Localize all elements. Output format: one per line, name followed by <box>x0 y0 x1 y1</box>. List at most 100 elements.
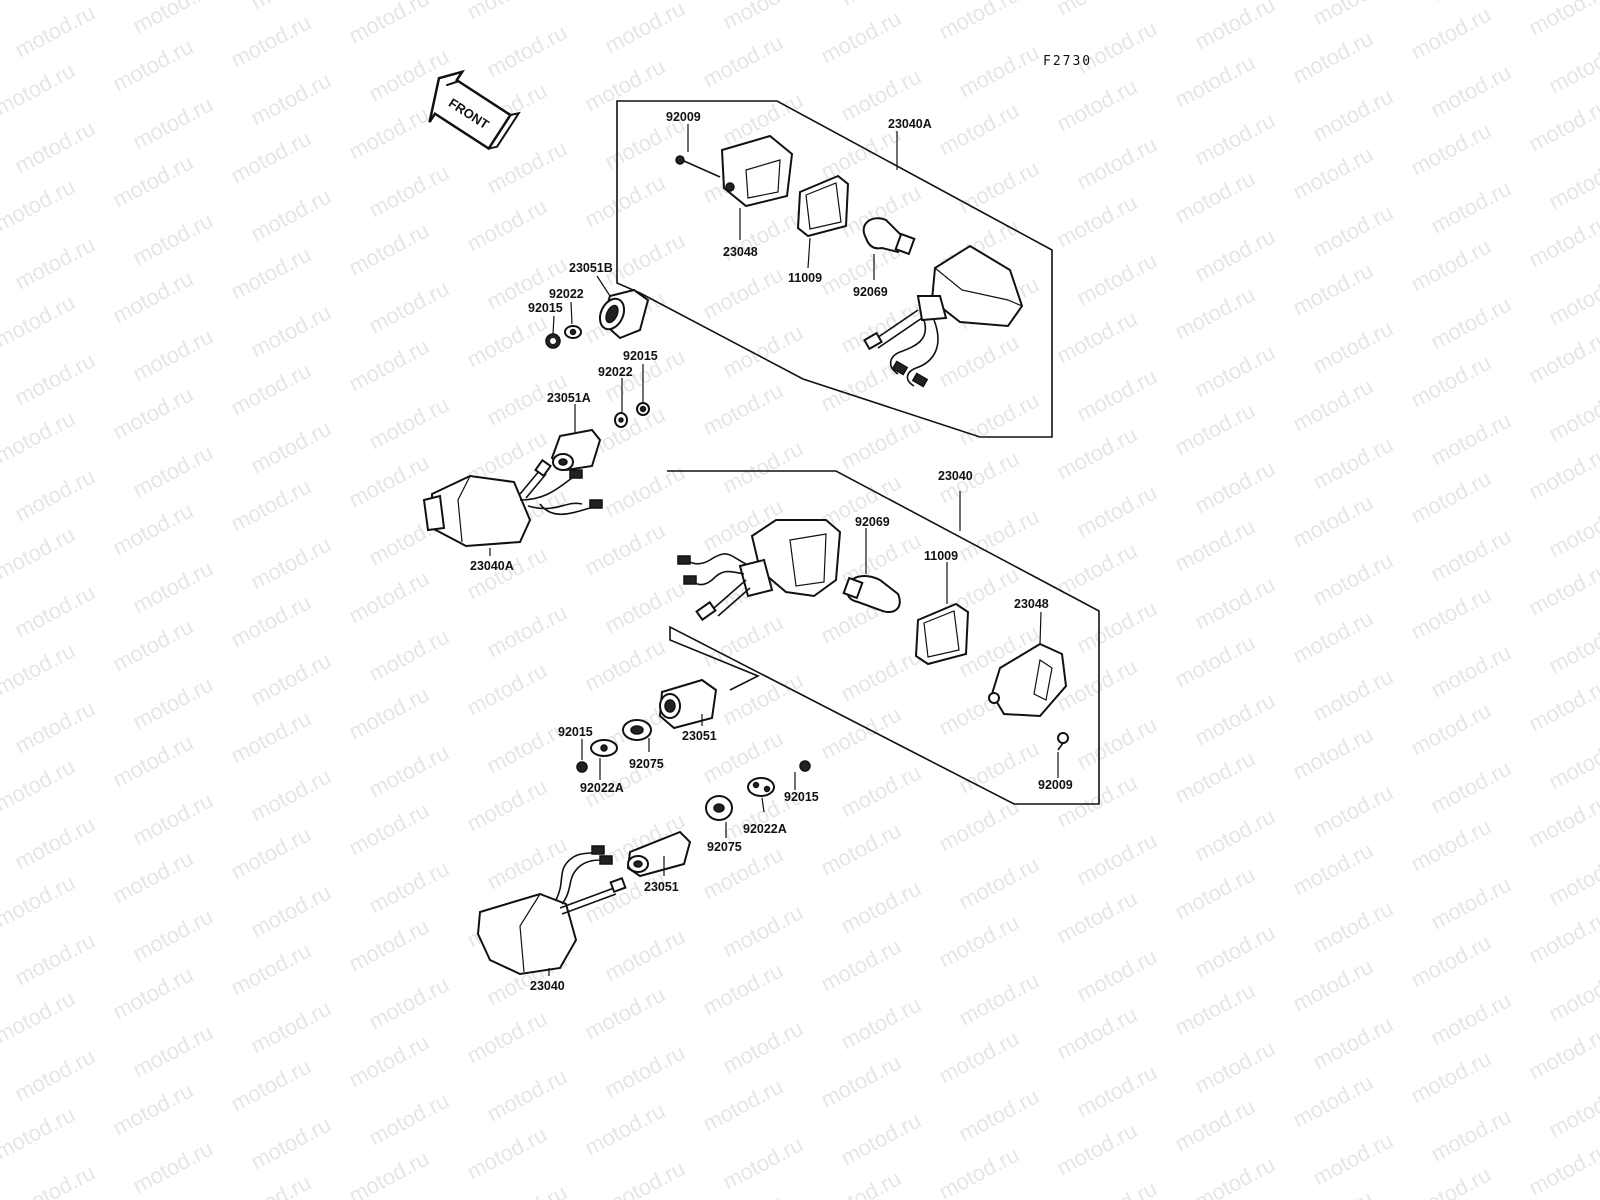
watermark-text: motod.ru <box>345 334 433 397</box>
signal-housing-upper <box>863 244 1024 388</box>
watermark-text: motod.ru <box>247 184 335 247</box>
watermark-text: motod.ru <box>247 0 335 14</box>
watermark-text: motod.ru <box>463 658 551 721</box>
watermark-text: motod.ru <box>1171 398 1259 461</box>
watermark-text: motod.ru <box>581 170 669 233</box>
watermark-text: motod.ru <box>1525 94 1600 157</box>
watermark-text: motod.ru <box>483 136 571 199</box>
watermark-text: motod.ru <box>1191 340 1279 403</box>
watermark-text: motod.ru <box>1053 74 1141 137</box>
watermark-text: motod.ru <box>1407 2 1495 65</box>
watermark-text: motod.ru <box>11 232 99 295</box>
watermark-text: motod.ru <box>1309 432 1397 495</box>
watermark-text: motod.ru <box>1171 630 1259 693</box>
watermark-text: motod.ru <box>1309 84 1397 147</box>
label-23051A: 23051A <box>547 391 591 405</box>
watermark-text: motod.ru <box>719 320 807 383</box>
label-92015-c: 92015 <box>558 725 593 739</box>
label-23048-upper: 23048 <box>723 245 758 259</box>
watermark-text: motod.ru <box>365 740 453 803</box>
watermark-text: motod.ru <box>817 934 905 997</box>
watermark-text: motod.ru <box>227 10 315 73</box>
watermark-text: motod.ru <box>365 624 453 687</box>
watermark-text: motod.ru <box>581 1098 669 1161</box>
watermark-text: motod.ru <box>1545 384 1600 447</box>
watermark-text: motod.ru <box>345 0 433 48</box>
watermark-text: motod.ru <box>1053 538 1141 601</box>
watermark-text: motod.ru <box>955 156 1043 219</box>
watermark-text: motod.ru <box>365 856 453 919</box>
watermark-text: motod.ru <box>719 668 807 731</box>
watermark-text: motod.ru <box>247 764 335 827</box>
watermark-text: motod.ru <box>1309 316 1397 379</box>
watermark-text: motod.ru <box>1191 688 1279 751</box>
watermark-text: motod.ru <box>1545 268 1600 331</box>
watermark-text: motod.ru <box>955 1084 1043 1147</box>
watermark-text: motod.ru <box>837 760 925 823</box>
label-11009-middle: 11009 <box>924 549 958 563</box>
watermark-text: motod.ru <box>1289 1186 1377 1200</box>
watermark-text: motod.ru <box>345 218 433 281</box>
label-23051-low: 23051 <box>644 880 679 894</box>
watermark-text: motod.ru <box>1289 606 1377 669</box>
watermark-text: motod.ru <box>0 1102 79 1165</box>
watermark-text: motod.ru <box>1545 1080 1600 1143</box>
label-92022A-a: 92022A <box>580 781 624 795</box>
label-11009-upper: 11009 <box>788 271 822 285</box>
watermark-text: motod.ru <box>699 30 787 93</box>
watermark-text: motod.ru <box>365 392 453 455</box>
washer-92022-upper <box>564 325 582 339</box>
watermark-text: motod.ru <box>109 34 197 97</box>
watermark-text: motod.ru <box>719 1132 807 1195</box>
watermark-text: motod.ru <box>109 266 197 329</box>
watermark-text: motod.ru <box>601 0 689 58</box>
watermark-text: motod.ru <box>11 1044 99 1107</box>
watermark-text: motod.ru <box>129 208 217 271</box>
watermark-text: motod.ru <box>129 672 217 735</box>
label-23048-middle: 23048 <box>1014 597 1049 611</box>
watermark-text: motod.ru <box>1545 848 1600 911</box>
part-labels: 92009 23040A 23048 11009 92069 23051B 92… <box>470 110 1073 993</box>
watermark-text: motod.ru <box>837 0 925 10</box>
watermark-text: motod.ru <box>1289 490 1377 553</box>
lens-23048-middle <box>988 642 1068 718</box>
watermark-text: motod.ru <box>0 870 79 933</box>
watermark-text: motod.ru <box>1407 118 1495 181</box>
watermark-text: motod.ru <box>1427 408 1515 471</box>
watermark-text: motod.ru <box>955 40 1043 103</box>
mount-23051B <box>598 288 650 340</box>
label-23051-middle: 23051 <box>682 729 717 743</box>
watermark-text: motod.ru <box>1289 26 1377 89</box>
watermark-text: motod.ru <box>0 986 79 1049</box>
watermark-text: motod.ru <box>247 68 335 131</box>
watermark-text: motod.ru <box>1427 0 1515 6</box>
watermark-text: motod.ru <box>601 228 689 291</box>
watermark-text: motod.ru <box>837 1108 925 1171</box>
watermark-text: motod.ru <box>601 924 689 987</box>
lens-23048-upper <box>720 134 794 208</box>
watermark-text: motod.ru <box>1191 456 1279 519</box>
watermark-text: motod.ru <box>1525 790 1600 853</box>
watermark-text: motod.ru <box>365 160 453 223</box>
watermark-text: motod.ru <box>11 696 99 759</box>
watermark-text: motod.ru <box>837 412 925 475</box>
watermark-text: motod.ru <box>1525 0 1600 40</box>
label-23040A-box: 23040A <box>888 117 932 131</box>
mount-23051-middle <box>658 678 718 730</box>
watermark-text: motod.ru <box>1309 780 1397 843</box>
watermark-text: motod.ru <box>1289 258 1377 321</box>
figure-code: F2730 <box>1043 54 1092 69</box>
label-92022-upper: 92022 <box>549 287 584 301</box>
label-92022A-b: 92022A <box>743 822 787 836</box>
watermark-text: motod.ru <box>1171 166 1259 229</box>
watermark-text: motod.ru <box>365 972 453 1035</box>
watermark-text: motod.ru <box>1545 964 1600 1027</box>
watermark-text: motod.ru <box>365 276 453 339</box>
watermark-text: motod.ru <box>1053 1002 1141 1065</box>
watermark-text: motod.ru <box>109 846 197 909</box>
watermark-text: motod.ru <box>1053 306 1141 369</box>
gasket-11009-upper <box>796 174 850 238</box>
watermark-text: motod.ru <box>1309 0 1397 30</box>
watermark-text: motod.ru <box>1191 1152 1279 1200</box>
watermark-text: motod.ru <box>699 1190 787 1200</box>
